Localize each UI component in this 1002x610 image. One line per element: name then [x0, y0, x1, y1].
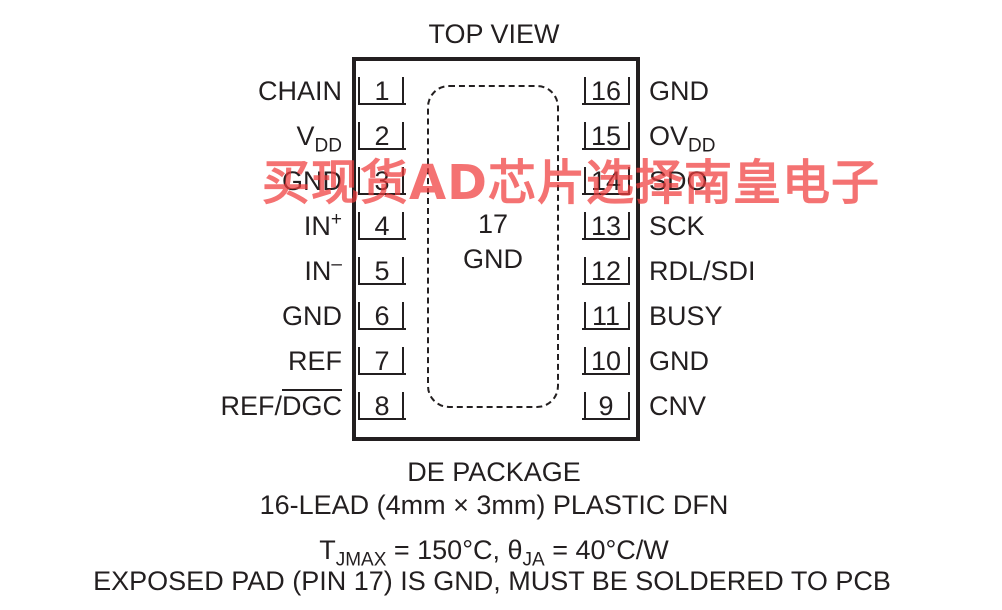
package-outline [352, 57, 640, 441]
pin-12: 12 [582, 255, 630, 286]
pin-number: 12 [590, 256, 622, 286]
pin-7: 7 [358, 345, 406, 376]
pin-16: 16 [582, 75, 630, 106]
pin-9: 9 [582, 390, 630, 421]
pin-label-sdo: SDO [649, 166, 708, 196]
pin-number: 14 [590, 166, 622, 196]
pin-4: 4 [358, 210, 406, 241]
pin-number: 6 [374, 301, 390, 331]
pin-label-ovdd: OVDD [649, 121, 716, 157]
pin-3: 3 [358, 165, 406, 196]
pin-label-gnd-10: GND [649, 346, 709, 376]
exposed-pad-number: 17 [477, 209, 509, 239]
pin-label-in-minus: IN– [304, 254, 342, 286]
pin-number: 11 [591, 301, 621, 331]
pin-number: 4 [374, 211, 390, 241]
pin-8: 8 [358, 390, 406, 421]
pin-number: 5 [374, 256, 390, 286]
pin-13: 13 [582, 210, 630, 241]
diagram-title: TOP VIEW [428, 19, 560, 49]
pin-label-chain: CHAIN [257, 76, 342, 106]
pin-label-rdl-sdi: RDL/SDI [649, 256, 756, 286]
pin-label-in-plus: IN+ [303, 209, 342, 241]
thermal-spec: TJMAX = 150°C, θJA = 40°C/W [319, 535, 669, 571]
pin-label-ref: REF [288, 346, 342, 376]
pin-number: 10 [590, 346, 622, 376]
exposed-pad-name: GND [463, 244, 523, 274]
pin-number: 8 [374, 391, 390, 421]
pin-number: 3 [374, 166, 390, 196]
watermark-text: 买现货AD芯片选择南皇电子 [262, 155, 880, 211]
pin-label-busy: BUSY [649, 301, 723, 331]
pin-label-sck: SCK [649, 211, 705, 241]
pin-number: 1 [374, 76, 390, 106]
pin-15: 15 [582, 120, 630, 151]
pin-1: 1 [358, 75, 406, 106]
exposed-pad [427, 85, 559, 408]
pin-2: 2 [358, 120, 406, 151]
pin-11: 11 [582, 300, 630, 331]
exposed-pad-note: EXPOSED PAD (PIN 17) IS GND, MUST BE SOL… [93, 566, 891, 596]
pin-number: 9 [598, 391, 614, 421]
package-description: 16-LEAD (4mm × 3mm) PLASTIC DFN [259, 490, 729, 520]
package-name: DE PACKAGE [407, 457, 581, 487]
pin-label-cnv: CNV [649, 391, 707, 421]
pin-number: 16 [590, 76, 622, 106]
pin-label-gnd-16: GND [649, 76, 709, 106]
pin-label-vdd: VDD [296, 121, 342, 157]
pin-number: 15 [590, 121, 622, 151]
pin-label-gnd-6: GND [282, 301, 342, 331]
pin-label-gnd-3: GND [282, 166, 342, 196]
pin-label-ref-dgc: REF/DGC [220, 391, 342, 421]
pin-10: 10 [582, 345, 630, 376]
pin-14: 14 [582, 165, 630, 196]
pin-number: 7 [374, 346, 390, 376]
pin-6: 6 [358, 300, 406, 331]
pin-number: 2 [374, 121, 390, 151]
pin-5: 5 [358, 255, 406, 286]
pin-number: 13 [590, 211, 622, 241]
